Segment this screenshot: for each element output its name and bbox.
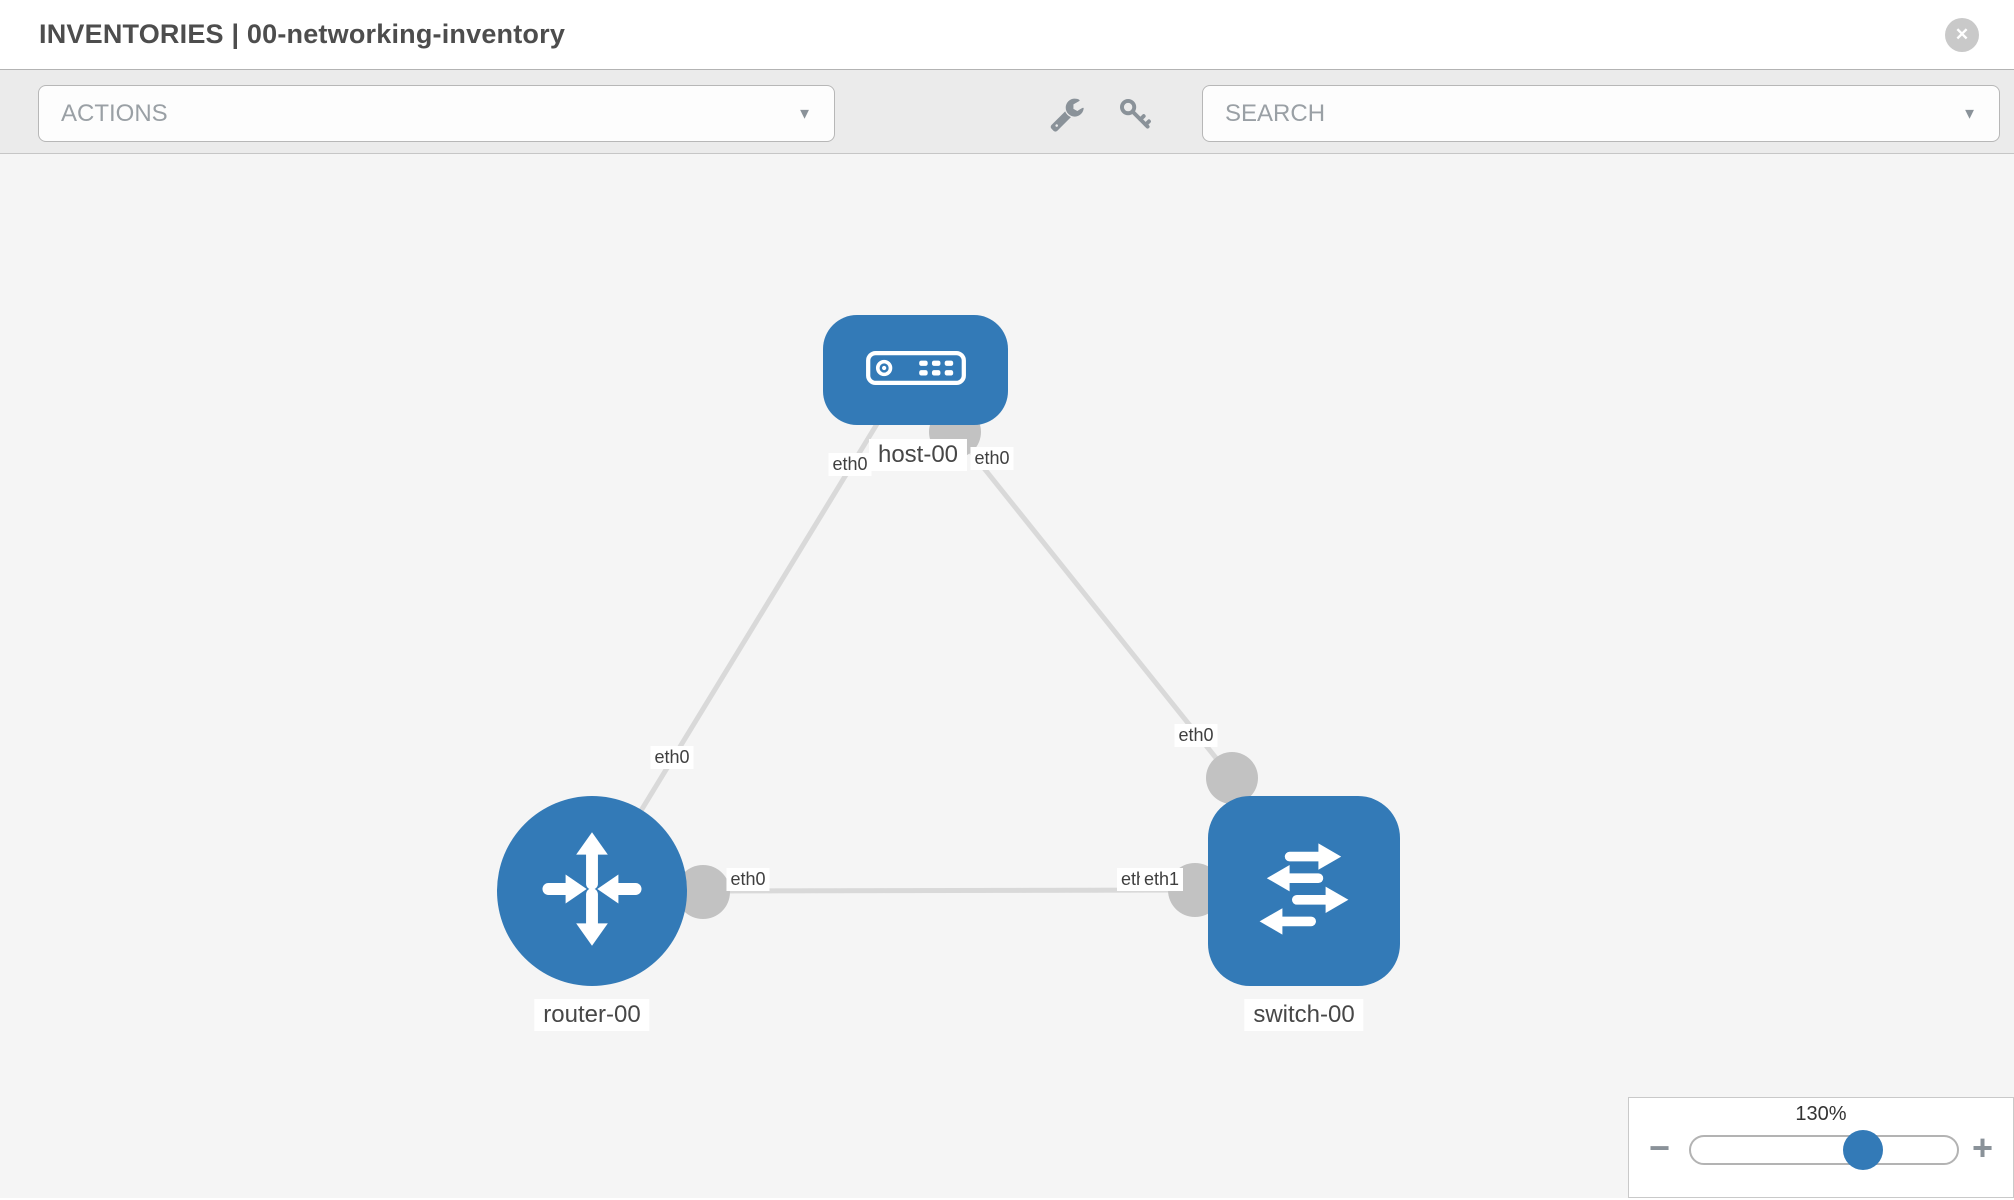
actions-dropdown-label: ACTIONS bbox=[61, 99, 168, 127]
chevron-down-icon: ▼ bbox=[797, 105, 812, 122]
iface-label-router-to-switch: eth0 bbox=[726, 868, 770, 891]
zoom-slider-thumb[interactable] bbox=[1842, 1130, 1883, 1170]
chevron-down-icon: ▼ bbox=[1962, 105, 1977, 122]
node-label-switch: switch-00 bbox=[1244, 999, 1364, 1031]
link-router-switch bbox=[702, 887, 1196, 894]
link-host-switch bbox=[953, 430, 1234, 780]
page-title: INVENTORIES | 00-networking-inventory bbox=[39, 19, 566, 49]
iface-label-switch-to-host: eth0 bbox=[1174, 724, 1218, 747]
links-layer bbox=[589, 406, 1258, 919]
zoom-out-button[interactable]: − bbox=[1649, 1127, 1671, 1168]
node-label-host: host-00 bbox=[868, 439, 968, 471]
iface-label-host-to-router: eth0 bbox=[828, 453, 872, 476]
port-router-eth0[interactable] bbox=[676, 865, 730, 919]
iface-label-switch-to-router: eth1 bbox=[1140, 868, 1184, 891]
node-switch-00[interactable] bbox=[1208, 796, 1400, 986]
toolbar: ACTIONS ▼ SEARCH ▼ bbox=[0, 70, 2014, 154]
node-router-00[interactable] bbox=[497, 796, 687, 986]
port-switch-eth0[interactable] bbox=[1206, 752, 1258, 804]
close-button[interactable]: ✕ bbox=[1945, 18, 1979, 52]
switch-icon bbox=[1244, 829, 1364, 954]
close-icon: ✕ bbox=[1954, 25, 1970, 44]
wrench-icon[interactable] bbox=[1049, 96, 1085, 132]
actions-dropdown[interactable]: ACTIONS ▼ bbox=[38, 85, 835, 142]
host-icon bbox=[865, 350, 966, 390]
key-icon[interactable] bbox=[1117, 96, 1153, 132]
iface-label-router-to-host: eth0 bbox=[650, 746, 694, 769]
search-dropdown-label: SEARCH bbox=[1225, 99, 1326, 127]
zoom-panel: 130% − + bbox=[1628, 1097, 2014, 1198]
zoom-level: 130% bbox=[1795, 1103, 1847, 1125]
zoom-in-button[interactable]: + bbox=[1971, 1127, 1993, 1168]
topology-canvas[interactable]: host-00 router-00 switch-00 eth0 eth0 et… bbox=[0, 154, 2014, 1198]
search-dropdown[interactable]: SEARCH ▼ bbox=[1202, 85, 2000, 142]
iface-label-host-to-switch: eth0 bbox=[970, 447, 1014, 470]
header: INVENTORIES | 00-networking-inventory ✕ bbox=[0, 0, 2014, 70]
node-host-00[interactable] bbox=[823, 315, 1008, 425]
node-label-router: router-00 bbox=[534, 999, 650, 1031]
zoom-slider-track[interactable] bbox=[1689, 1130, 1959, 1170]
router-icon bbox=[526, 823, 658, 960]
